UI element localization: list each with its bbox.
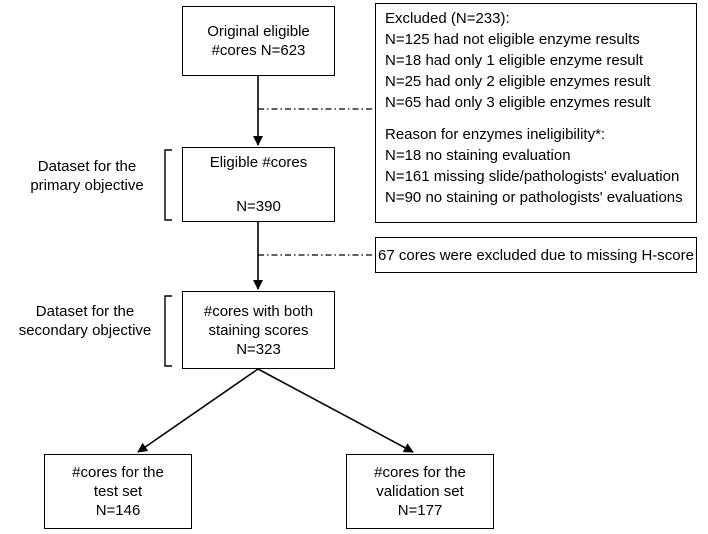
original-line1: Original eligible xyxy=(207,23,310,40)
validation-line3: N=177 xyxy=(397,502,443,519)
test-line2: test set xyxy=(93,483,143,500)
test-line1: #cores for the xyxy=(72,464,164,481)
excluded-line-2: N=18 had only 1 eligible enzyme result xyxy=(385,52,644,69)
validation-line1: #cores for the xyxy=(374,464,466,481)
excluded-box: Excluded (N=233): N=125 had not eligible… xyxy=(375,3,697,223)
eligible-line1: Eligible #cores xyxy=(209,154,308,171)
both-scores-box: #cores with both staining scores N=323 xyxy=(182,291,335,369)
both-line1: #cores with both xyxy=(203,302,314,320)
test-set-box: #cores for the test set N=146 xyxy=(44,454,192,529)
secondary-objective-label: Dataset for the secondary objective xyxy=(5,302,165,340)
hscore-excluded-text: 67 cores were excluded due to missing H-… xyxy=(378,246,694,264)
reason-line-3: N=90 no staining or pathologists' evalua… xyxy=(385,189,683,206)
arrow-to-test-set xyxy=(137,368,259,453)
original-line2: #cores N=623 xyxy=(211,42,306,59)
primary-label-line2: primary objective xyxy=(30,177,144,194)
eligible-cores-box: Eligible #cores N=390 xyxy=(182,147,335,222)
test-line3: N=146 xyxy=(95,502,141,519)
bracket-primary xyxy=(164,149,172,221)
primary-objective-label: Dataset for the primary objective xyxy=(16,157,158,195)
excluded-line-4: N=65 had only 3 eligible enzymes result xyxy=(385,94,651,111)
reason-line-2: N=161 missing slide/pathologists' evalua… xyxy=(385,168,680,185)
eligible-line2: N=390 xyxy=(236,198,281,215)
validation-line2: validation set xyxy=(376,483,464,500)
validation-set-box: #cores for the validation set N=177 xyxy=(346,454,494,529)
original-eligible-box: Original eligible #cores N=623 xyxy=(182,6,335,76)
bracket-secondary xyxy=(164,295,172,367)
secondary-label-line1: Dataset for the xyxy=(35,303,135,320)
hscore-excluded-box: 67 cores were excluded due to missing H-… xyxy=(375,237,697,273)
reason-title: Reason for enzymes ineligibility*: xyxy=(385,126,606,143)
both-line2: staining scores xyxy=(208,321,309,339)
reason-line-1: N=18 no staining evaluation xyxy=(385,147,571,164)
both-line3: N=323 xyxy=(236,340,281,358)
arrow-to-validation-set xyxy=(257,368,414,453)
excluded-title: Excluded (N=233): xyxy=(385,10,510,27)
secondary-label-line2: secondary objective xyxy=(18,322,152,339)
excluded-line-3: N=25 had only 2 eligible enzymes result xyxy=(385,73,651,90)
excluded-line-1: N=125 had not eligible enzyme results xyxy=(385,31,640,48)
primary-label-line1: Dataset for the xyxy=(37,158,137,175)
